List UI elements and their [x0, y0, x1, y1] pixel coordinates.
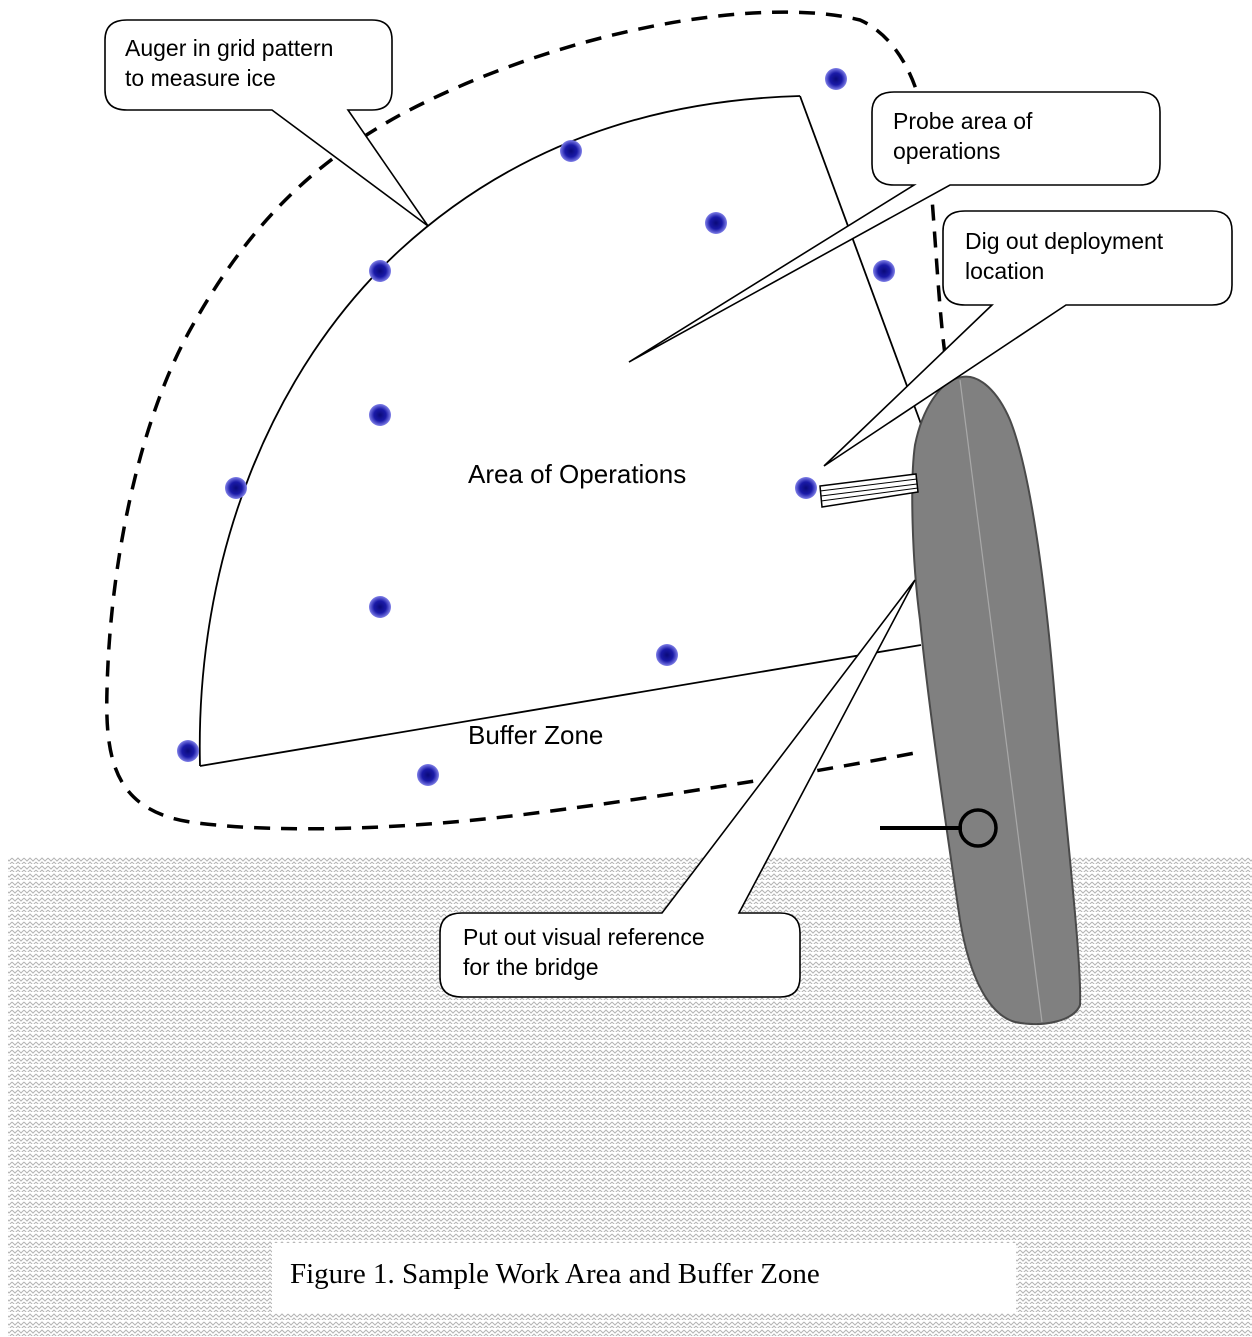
figure-caption: Figure 1. Sample Work Area and Buffer Zo…: [290, 1258, 820, 1290]
auger-hole: [177, 740, 199, 762]
buffer-zone-label: Buffer Zone: [468, 720, 604, 750]
ship-centerline: [959, 379, 1043, 1023]
area-of-operations-label: Area of Operations: [468, 459, 687, 489]
callout-auger-line2: to measure ice: [125, 65, 276, 91]
callout-dig-line1: Dig out deployment: [965, 228, 1164, 254]
callout-probe-line2: operations: [893, 138, 1001, 164]
ship-hull: [911, 375, 1082, 1026]
auger-hole: [225, 477, 247, 499]
auger-hole: [705, 212, 727, 234]
callout-visual-text: Put out visual reference for the bridge: [463, 922, 705, 982]
area-of-operations-top-edge: [799, 95, 922, 425]
auger-hole: [369, 260, 391, 282]
callout-probe-bubble: [628, 91, 1161, 363]
callout-dig-bubble: [823, 210, 1233, 467]
callout-auger-text: Auger in grid pattern to measure ice: [125, 33, 333, 93]
callout-auger-line1: Auger in grid pattern: [125, 35, 334, 61]
auger-hole: [369, 596, 391, 618]
callout-auger-bubble: [104, 19, 429, 227]
auger-hole: [417, 764, 439, 786]
deployment-gangway: [819, 473, 919, 508]
visual-reference-marker: [880, 808, 998, 848]
area-of-operations-bottom-edge: [199, 644, 922, 767]
callout-dig-line2: location: [965, 258, 1045, 284]
callout-probe-text: Probe area of operations: [893, 106, 1032, 166]
auger-hole: [369, 404, 391, 426]
area-of-operations-boundary: [198, 95, 801, 767]
auger-hole: [873, 260, 895, 282]
auger-hole: [795, 477, 817, 499]
buffer-zone-boundary: [105, 10, 947, 831]
auger-hole: [656, 644, 678, 666]
auger-holes: [177, 68, 895, 786]
callout-probe-line1: Probe area of: [893, 108, 1033, 134]
auger-hole: [825, 68, 847, 90]
callout-visual-line1: Put out visual reference: [463, 924, 705, 950]
callout-dig-text: Dig out deployment location: [965, 226, 1163, 286]
callout-visual-line2: for the bridge: [463, 954, 599, 980]
callout-visual-bubble: [439, 579, 916, 998]
caption-background: [272, 1243, 1016, 1313]
auger-hole: [560, 140, 582, 162]
